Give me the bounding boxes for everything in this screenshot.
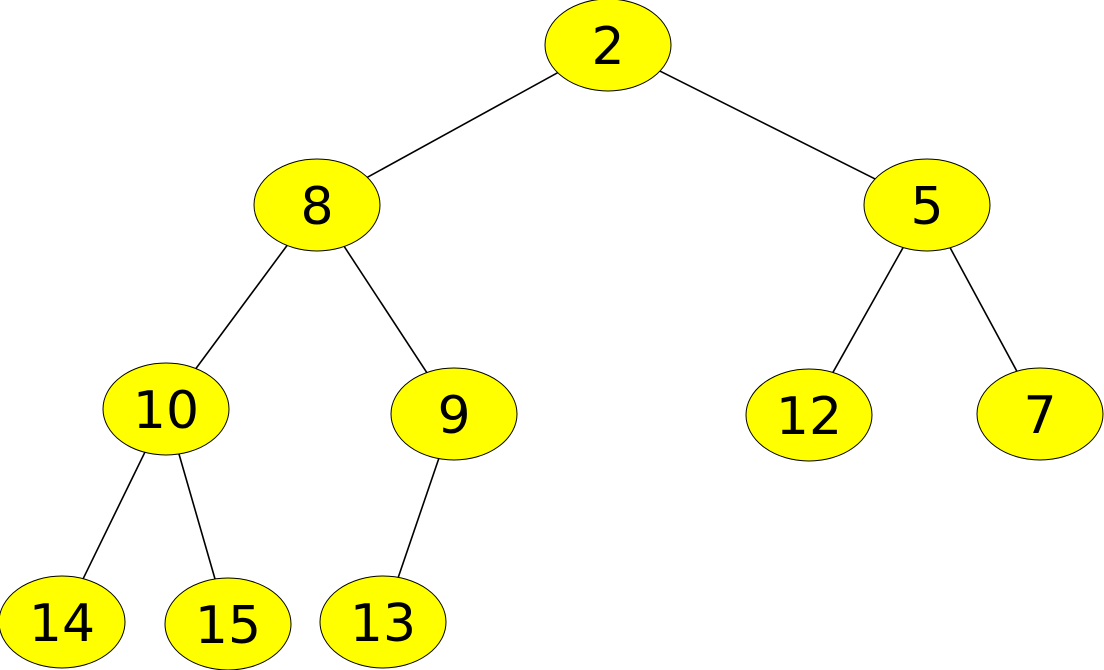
- node-ellipse: [745, 368, 873, 462]
- node-label: 10: [133, 381, 199, 441]
- node-label: 14: [29, 594, 95, 654]
- tree-node-13: 13: [319, 575, 447, 669]
- tree-node-5: 5: [863, 158, 991, 252]
- node-label: 8: [300, 177, 333, 237]
- node-label: 9: [437, 386, 470, 446]
- tree-node-10: 10: [102, 362, 230, 456]
- node-label: 5: [910, 177, 943, 237]
- edge-n9-n13: [397, 458, 440, 578]
- edges-layer: [82, 70, 1018, 580]
- edge-n8-n10: [195, 244, 288, 370]
- tree-node-2: 2: [544, 0, 672, 92]
- node-ellipse: [544, 0, 672, 92]
- edge-n10-n14: [82, 451, 146, 580]
- tree-node-12: 12: [745, 368, 873, 462]
- tree-node-9: 9: [390, 367, 518, 461]
- edge-n2-n8: [366, 71, 559, 179]
- node-ellipse: [390, 367, 518, 461]
- node-ellipse: [102, 362, 230, 456]
- tree-node-8: 8: [253, 158, 381, 252]
- node-label: 13: [350, 594, 416, 654]
- node-label: 15: [195, 596, 261, 656]
- node-ellipse: [976, 367, 1104, 461]
- node-ellipse: [319, 575, 447, 669]
- tree-node-7: 7: [976, 367, 1104, 461]
- edge-n5-n7: [949, 247, 1018, 372]
- edge-n5-n12: [832, 247, 904, 373]
- node-ellipse: [164, 577, 292, 670]
- tree-node-14: 14: [0, 575, 126, 669]
- tree-node-15: 15: [164, 577, 292, 670]
- node-label: 12: [776, 387, 842, 447]
- node-label: 7: [1023, 386, 1056, 446]
- node-ellipse: [253, 158, 381, 252]
- node-label: 2: [591, 17, 624, 77]
- node-ellipse: [0, 575, 126, 669]
- node-ellipse: [863, 158, 991, 252]
- edge-n8-n9: [343, 246, 428, 373]
- edge-n10-n15: [178, 453, 216, 580]
- edge-n2-n5: [659, 70, 876, 180]
